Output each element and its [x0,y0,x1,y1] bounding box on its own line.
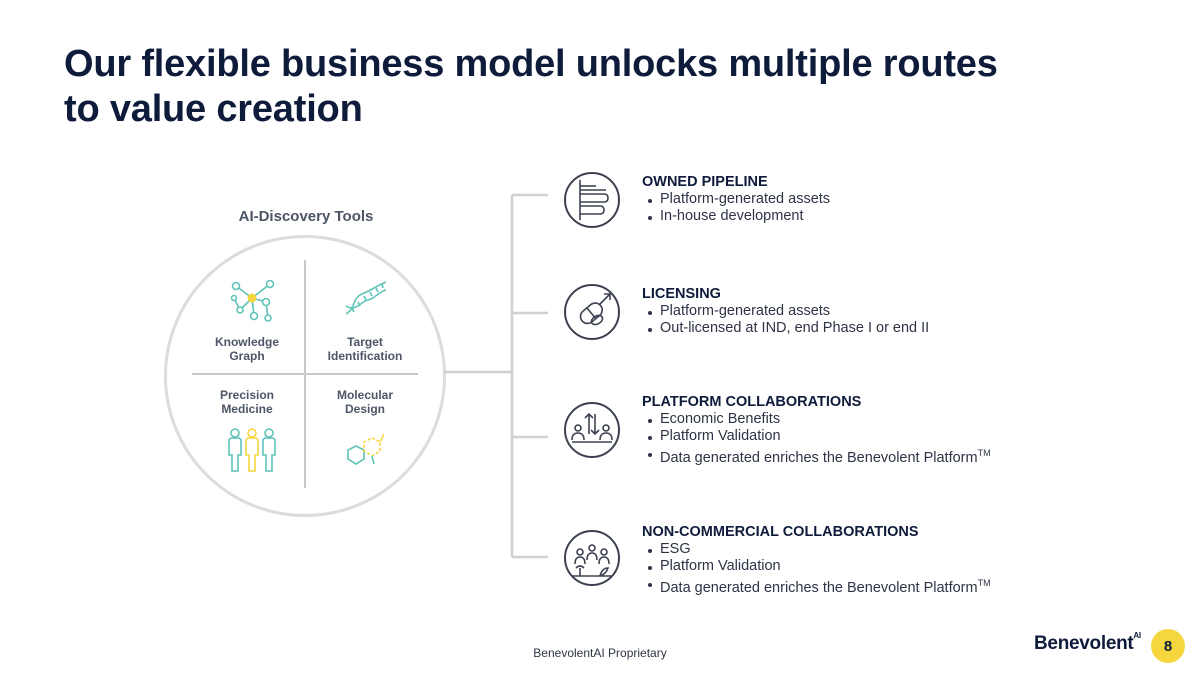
trademark-mark: TM [977,448,991,458]
tool-knowledge-graph: Knowledge Graph [192,335,302,363]
tools-wheel [164,235,446,517]
list-item: In-house development [642,208,1142,225]
route-bullets: Platform-generated assets In-house devel… [642,191,1142,225]
tool-molecular-design-line-1: Molecular [336,388,393,402]
ai-discovery-tools-label: AI-Discovery Tools [238,208,374,225]
wheel-divider-horizontal [192,373,418,375]
list-item: Economic Benefits [642,411,1142,428]
list-item: Platform Validation [642,558,1142,575]
list-item: Platform Validation [642,428,1142,445]
community-icon [564,530,620,586]
tool-precision-medicine: Precision Medicine [192,388,302,416]
route-non-commercial-collaborations: NON-COMMERCIAL COLLABORATIONS ESG Platfo… [642,523,1142,597]
list-item: Platform-generated assets [642,191,1142,208]
connector-lines [444,193,548,559]
page-number-badge: 8 [1151,629,1185,663]
people-icon [228,428,276,472]
page-title-line-1: Our flexible business model unlocks mult… [64,43,998,85]
tool-precision-medicine-line-1: Precision [219,388,275,402]
list-item-text: Data generated enriches the Benevolent P… [660,449,978,466]
pill-arrow-icon [564,284,620,340]
route-owned-pipeline: OWNED PIPELINE Platform-generated assets… [642,173,1142,225]
collaboration-icon [564,402,620,458]
tool-molecular-design: Molecular Design [310,388,420,416]
pipeline-icon [564,172,620,228]
page-title: Our flexible business model unlocks mult… [64,42,1124,132]
route-bullets: ESG Platform Validation Data generated e… [642,541,1142,597]
route-title: PLATFORM COLLABORATIONS [642,394,862,410]
list-item: Data generated enriches the Benevolent P… [642,445,1142,467]
route-licensing: LICENSING Platform-generated assets Out-… [642,285,1142,337]
route-bullets: Economic Benefits Platform Validation Da… [642,411,1142,467]
tool-target-identification-line-2: Identification [327,349,403,363]
list-item: Data generated enriches the Benevolent P… [642,575,1142,597]
route-title: LICENSING [642,286,721,302]
tool-target-identification-line-1: Target [347,335,383,349]
list-item-text: Data generated enriches the Benevolent P… [660,579,978,596]
tool-knowledge-graph-line-1: Knowledge [214,335,279,349]
molecule-icon [347,433,385,465]
tool-molecular-design-line-2: Design [344,402,385,416]
tool-target-identification: Target Identification [310,335,420,363]
trademark-mark: TM [977,578,991,588]
list-item: Platform-generated assets [642,303,1142,320]
route-platform-collaborations: PLATFORM COLLABORATIONS Economic Benefit… [642,393,1142,467]
route-title: OWNED PIPELINE [642,174,768,190]
knowledge-graph-icon [230,279,275,322]
tool-knowledge-graph-line-2: Graph [229,349,265,363]
brand-superscript: AI [1133,630,1141,640]
list-item: ESG [642,541,1142,558]
brand-logo: BenevolentAI [1034,630,1141,655]
tool-precision-medicine-line-2: Medicine [221,402,273,416]
dna-helix-icon [345,281,387,315]
brand-name: Benevolent [1034,633,1134,654]
route-title: NON-COMMERCIAL COLLABORATIONS [642,524,919,540]
footer-proprietary-note: BenevolentAI Proprietary [533,646,667,660]
page-title-line-2: to value creation [64,88,363,130]
route-bullets: Platform-generated assets Out-licensed a… [642,303,1142,337]
list-item: Out-licensed at IND, end Phase I or end … [642,320,1142,337]
